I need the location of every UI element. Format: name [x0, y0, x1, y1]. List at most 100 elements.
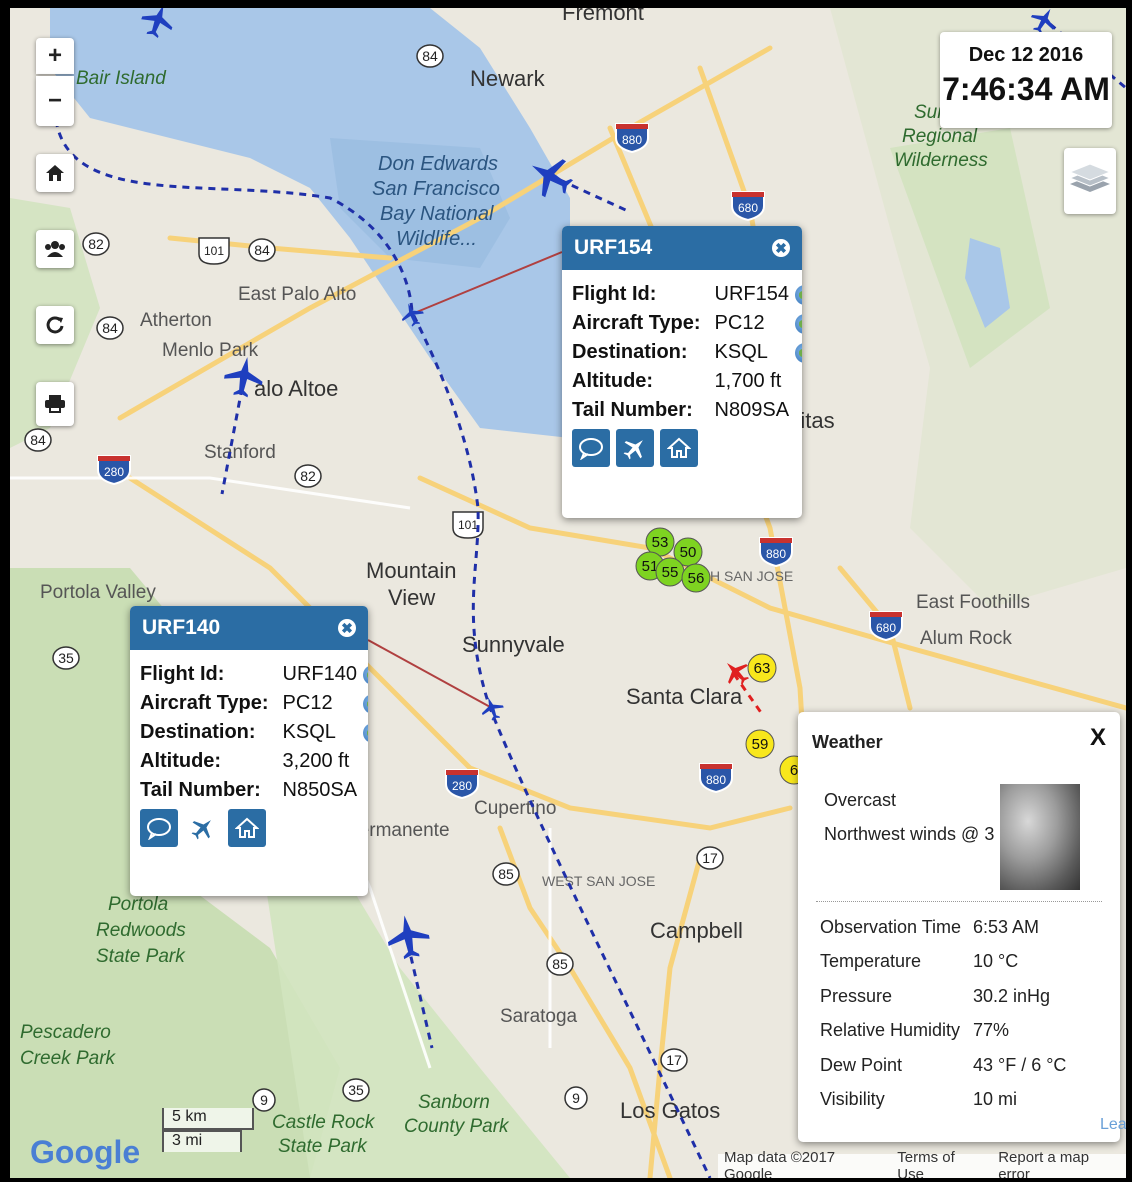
globe-icon[interactable]	[795, 342, 802, 363]
detail-label: Flight Id:	[572, 283, 657, 305]
zoom-out-button[interactable]: −	[36, 76, 74, 126]
refresh-button[interactable]	[36, 306, 74, 344]
flight-popup-urf154[interactable]: URF154 ✖ Flight Id:URF154 Aircraft Type:…	[562, 226, 802, 518]
globe-icon[interactable]	[363, 664, 368, 685]
scale-km: 5 km	[162, 1108, 254, 1130]
station-marker[interactable]: 59	[745, 729, 775, 759]
globe-icon[interactable]	[795, 313, 802, 334]
label-permanente: Permanente	[346, 820, 450, 841]
highway-shield: 280	[97, 455, 131, 486]
label-newark: Newark	[470, 66, 546, 91]
station-marker[interactable]: 50	[673, 537, 703, 567]
detail-row-destination: Destination:KSQL	[572, 338, 802, 367]
detail-value: N850SA	[282, 779, 358, 801]
label-palo-alto: alo Altoe	[254, 376, 338, 401]
terms-link[interactable]: Terms of Use	[897, 1149, 955, 1178]
highway-shield: 9	[252, 1088, 276, 1112]
flight-details-table: Flight Id:URF140 Aircraft Type:PC12 Dest…	[140, 660, 368, 805]
track-flight-button[interactable]	[616, 429, 654, 467]
detail-row-tail-number: Tail Number:N809SA	[572, 396, 802, 425]
layers-icon	[1068, 163, 1112, 192]
group-button[interactable]	[36, 230, 74, 268]
track-flight-button[interactable]	[184, 809, 222, 847]
house-icon	[235, 817, 259, 838]
flight-popup-urf140[interactable]: URF140 ✖ Flight Id:URF140 Aircraft Type:…	[130, 606, 368, 896]
label-don-edwards-3: Bay National	[380, 203, 494, 225]
svg-text:82: 82	[88, 236, 104, 252]
weather-panel[interactable]: Weather X Overcast Northwest winds @ 3 k…	[798, 712, 1120, 1142]
home-base-button[interactable]	[660, 429, 698, 467]
layers-button[interactable]	[1064, 148, 1116, 214]
weather-close-button[interactable]: X	[1089, 724, 1106, 751]
svg-text:880: 880	[766, 547, 786, 561]
plane-icon-urf140	[481, 697, 504, 721]
svg-text:85: 85	[498, 866, 514, 882]
svg-text:17: 17	[702, 850, 718, 866]
map-viewport[interactable]: Bair Island Fremont Newark Don Edwards S…	[10, 8, 1126, 1178]
leaflet-attribution[interactable]: Leaflet	[1100, 1116, 1126, 1133]
svg-text:35: 35	[348, 1082, 364, 1098]
popup-close-button[interactable]: ✖	[772, 239, 790, 257]
popup-header: URF140 ✖	[130, 606, 368, 650]
weather-label: Relative Humidity	[820, 1020, 961, 1041]
popup-actions	[562, 429, 802, 477]
flight-path-south	[406, 943, 434, 1049]
home-button[interactable]	[36, 154, 74, 192]
zoom-in-button[interactable]: +	[36, 38, 74, 74]
weather-label: Pressure	[820, 985, 893, 1006]
svg-text:82: 82	[300, 468, 316, 484]
home-base-button[interactable]	[228, 809, 266, 847]
message-button[interactable]	[572, 429, 610, 467]
globe-icon[interactable]	[363, 693, 368, 714]
map-canvas[interactable]: Bair Island Fremont Newark Don Edwards S…	[10, 8, 1126, 1178]
station-marker[interactable]: 53	[645, 527, 675, 557]
station-marker[interactable]: 63	[747, 653, 777, 683]
google-logo[interactable]: Google	[30, 1134, 141, 1170]
globe-icon[interactable]	[795, 284, 802, 305]
report-error-link[interactable]: Report a map error	[998, 1149, 1090, 1178]
weather-value: 6:53 AM	[973, 916, 1040, 937]
detail-row-flight-id: Flight Id:URF140	[140, 660, 368, 689]
label-bair-island: Bair Island	[76, 68, 167, 89]
label-west-san-jose: WEST SAN JOSE	[542, 873, 655, 889]
weather-value: 10 mi	[973, 1089, 1018, 1110]
clock-time: 7:46:34 AM	[942, 71, 1110, 107]
plane-icon-south	[387, 915, 430, 960]
clock-date: Dec 12 2016	[968, 44, 1084, 66]
chat-bubble-icon	[579, 438, 603, 460]
message-button[interactable]	[140, 809, 178, 847]
svg-text:85: 85	[552, 956, 568, 972]
popup-header: URF154 ✖	[562, 226, 802, 270]
scale-bar: 5 km 3 mi	[162, 1108, 254, 1152]
label-don-edwards-4: Wildlife...	[396, 228, 477, 250]
label-don-edwards-1: Don Edwards	[378, 153, 498, 175]
plane-icon-palo-alto	[224, 357, 263, 398]
detail-label: Tail Number:	[572, 399, 693, 421]
svg-text:9: 9	[260, 1092, 268, 1108]
svg-text:9: 9	[572, 1090, 580, 1106]
label-sunol-1: Sun	[914, 102, 948, 123]
detail-row-altitude: Altitude:1,700 ft	[572, 367, 802, 396]
detail-row-flight-id: Flight Id:URF154	[572, 280, 802, 309]
label-fremont: Fremont	[562, 8, 644, 25]
detail-value: PC12	[282, 692, 333, 714]
svg-text:53: 53	[652, 534, 669, 551]
print-button[interactable]	[36, 382, 74, 426]
weather-label: Visibility	[820, 1089, 885, 1110]
highway-shield: 84	[24, 428, 52, 452]
label-los-gatos: Los Gatos	[620, 1098, 720, 1123]
globe-icon[interactable]	[363, 722, 368, 743]
station-marker[interactable]: 55	[655, 557, 685, 587]
station-marker[interactable]: 56	[681, 563, 711, 593]
svg-text:35: 35	[58, 650, 74, 666]
detail-value: 3,200 ft	[282, 750, 350, 772]
label-saratoga: Saratoga	[500, 1006, 578, 1027]
weather-row: Visibility 10 mi	[820, 1083, 1066, 1118]
label-alum-rock: Alum Rock	[920, 628, 1012, 649]
highway-shield: 17	[660, 1048, 688, 1072]
popup-close-button[interactable]: ✖	[338, 619, 356, 637]
detail-value: 1,700 ft	[714, 370, 782, 392]
highway-shield: 680	[731, 191, 765, 222]
